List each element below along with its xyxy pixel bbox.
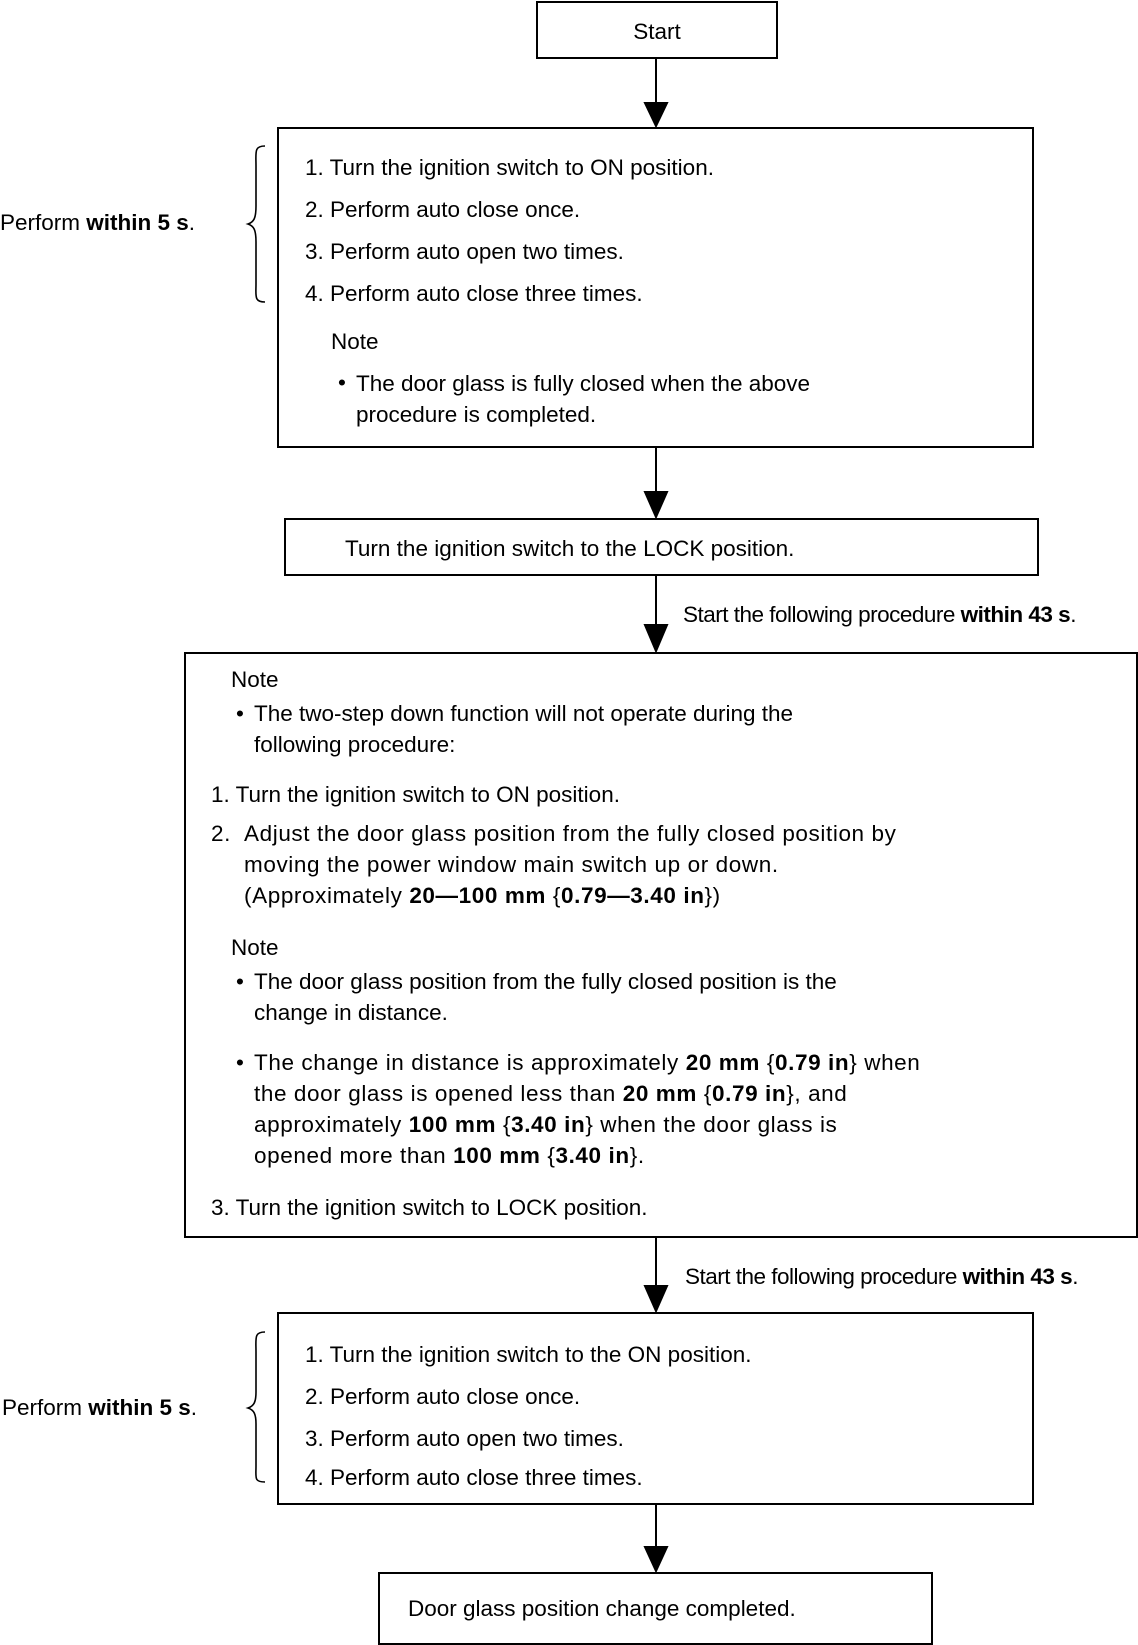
block2-note1-line-2: following procedure: [254, 732, 456, 757]
brace-block3 [245, 1331, 266, 1483]
block2-note2-bullet-1: • [236, 969, 244, 994]
block3-step-2: 2. Perform auto close once. [305, 1384, 581, 1409]
block1-side-label: Perform within 5 s. [0, 210, 196, 235]
block3-step-box: 1. Turn the ignition switch to the ON po… [277, 1312, 1034, 1505]
end-label: Door glass position change completed. [408, 1596, 796, 1621]
block1-step-2: 2. Perform auto close once. [305, 197, 581, 222]
block2-procedure-box: Note • The two-step down function will n… [184, 652, 1138, 1238]
block2-step-3: 3. Turn the ignition switch to LOCK posi… [211, 1195, 648, 1220]
block2-note2-b1-line-2: change in distance. [254, 1000, 448, 1025]
block2-note2-b2-line-3: approximately 100 mm {3.40 in} when the … [254, 1112, 838, 1137]
block2-note1-bullet: • [236, 701, 244, 726]
block3-side-label: Perform within 5 s. [2, 1395, 198, 1420]
block3-step-4: 4. Perform auto close three times. [305, 1465, 643, 1490]
block1-note-line-2: procedure is completed. [356, 402, 597, 427]
block1-note-line-1: The door glass is fully closed when the … [356, 371, 811, 396]
arrow-label-43s-2: Start the following procedure within 43 … [685, 1264, 1078, 1289]
block2-step-2-line-2: moving the power window main switch up o… [244, 852, 779, 877]
lock-step-label: Turn the ignition switch to the LOCK pos… [345, 536, 795, 561]
block1-step-4: 4. Perform auto close three times. [305, 281, 643, 306]
start-label: Start [633, 19, 681, 44]
block2-step-2-number: 2. [211, 821, 231, 846]
block2-step-1: 1. Turn the ignition switch to ON positi… [211, 782, 620, 807]
lock-step-node: Turn the ignition switch to the LOCK pos… [284, 518, 1039, 576]
block2-step-2-line-3: (Approximately 20—100 mm {0.79—3.40 in}) [244, 883, 721, 908]
end-node: Door glass position change completed. [378, 1572, 933, 1645]
block1-note-bullet: • [338, 370, 346, 395]
block1-step-3: 3. Perform auto open two times. [305, 239, 624, 264]
block2-note2-b2-line-1: The change in distance is approximately … [254, 1050, 921, 1075]
block2-note2-b1-line-1: The door glass position from the fully c… [254, 969, 837, 994]
block1-step-box: 1. Turn the ignition switch to ON positi… [277, 127, 1034, 448]
block2-note1-title: Note [231, 667, 279, 692]
block2-note2-bullet-2: • [236, 1050, 244, 1075]
block3-step-1: 1. Turn the ignition switch to the ON po… [305, 1342, 752, 1367]
block1-note-title: Note [331, 329, 379, 354]
block2-note2-b2-line-4: opened more than 100 mm {3.40 in}. [254, 1143, 645, 1168]
block2-note2-title: Note [231, 935, 279, 960]
block2-note1-line-1: The two-step down function will not oper… [254, 701, 794, 726]
brace-block1 [245, 145, 266, 303]
arrow-label-43s-1: Start the following procedure within 43 … [683, 602, 1076, 627]
block2-note2-b2-line-2: the door glass is opened less than 20 mm… [254, 1081, 848, 1106]
block1-step-1: 1. Turn the ignition switch to ON positi… [305, 155, 714, 180]
block2-step-2-line-1: Adjust the door glass position from the … [244, 821, 897, 846]
block3-step-3: 3. Perform auto open two times. [305, 1426, 624, 1451]
start-node: Start [536, 1, 778, 59]
